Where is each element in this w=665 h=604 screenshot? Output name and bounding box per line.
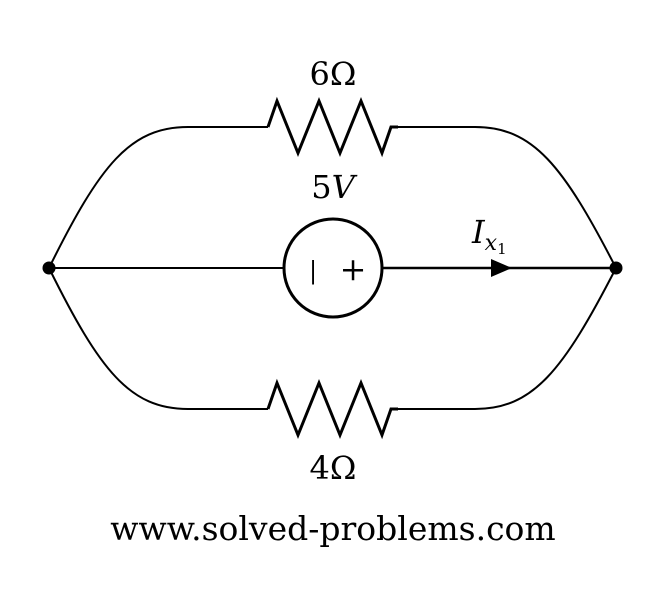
top-resistor-label: 6Ω	[310, 55, 357, 93]
voltage-source	[282, 217, 384, 319]
top-wire-left	[48, 126, 268, 269]
source-plus-sign: +	[340, 250, 367, 288]
bottom-wire-left	[48, 267, 268, 410]
website-watermark: www.solved-problems.com	[110, 509, 555, 548]
top-resistor	[266, 96, 398, 158]
bottom-resistor-label: 4Ω	[310, 449, 357, 487]
bottom-wire-right	[398, 267, 617, 410]
source-minus-sign: |	[309, 257, 317, 286]
current-subsubscript: 1	[497, 240, 507, 258]
source-label: 5V	[311, 168, 357, 206]
current-subscript: x	[485, 231, 498, 256]
current-symbol: I	[471, 213, 486, 251]
source-label-unit: V	[332, 168, 358, 206]
top-wire-right	[398, 126, 617, 269]
current-arrow	[491, 259, 512, 277]
current-label: Ix1	[471, 213, 507, 258]
source-label-value: 5	[311, 168, 331, 206]
bottom-resistor	[266, 378, 398, 440]
